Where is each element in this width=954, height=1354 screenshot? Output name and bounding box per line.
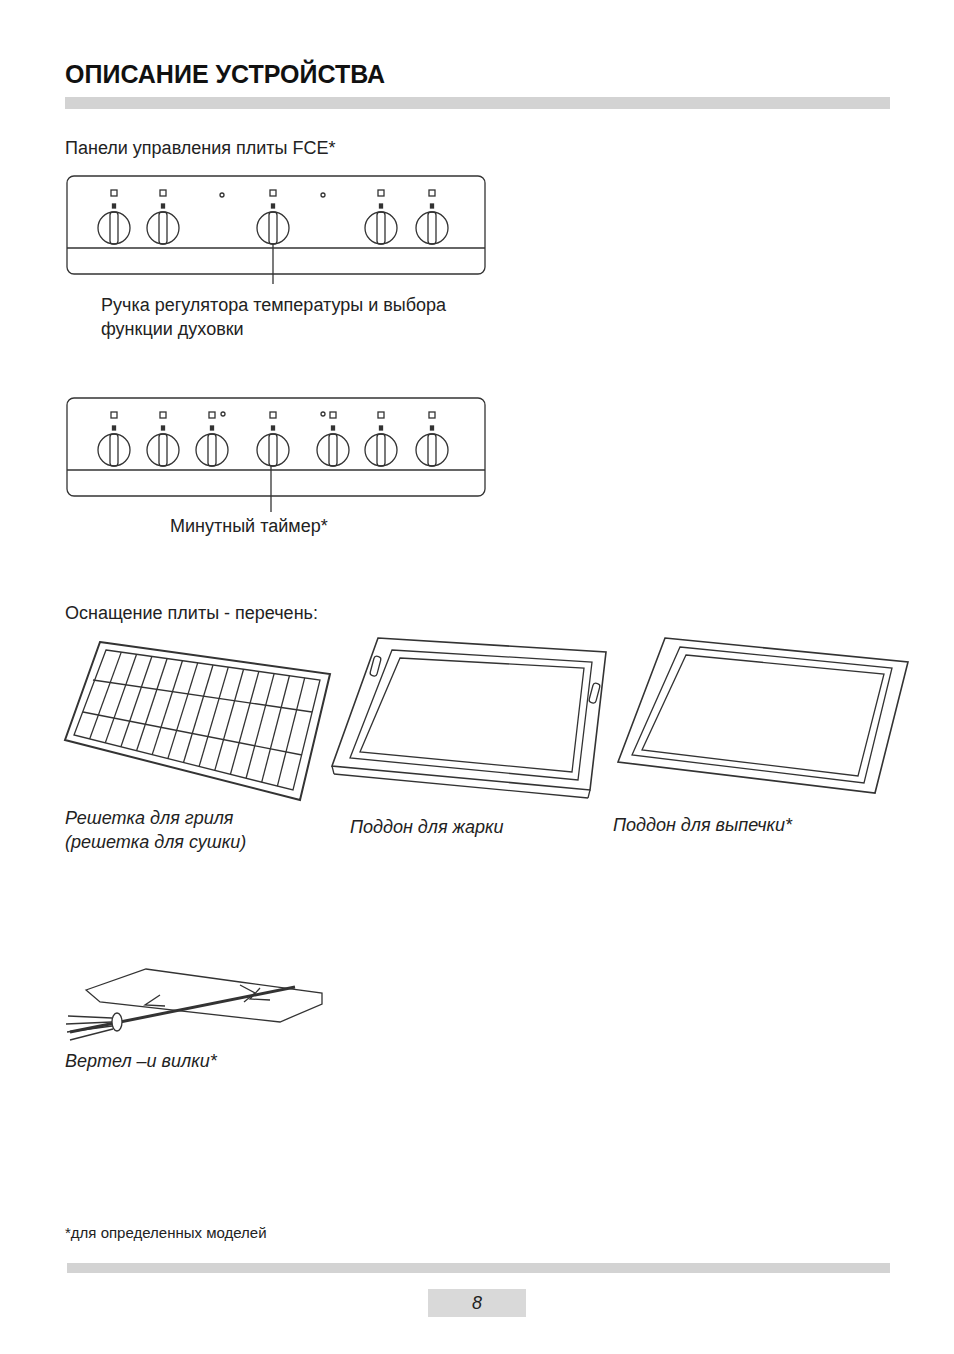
- callout-label: Минутный таймер*: [170, 514, 328, 538]
- page-number-box: 8: [428, 1289, 526, 1317]
- part-name: Решетка для гриля (решетка для сушки): [65, 806, 305, 854]
- section-heading: Оснащение плиты - перечень:: [65, 601, 318, 625]
- page-number: 8: [472, 1293, 482, 1314]
- part-name: Поддон для выпечки*: [613, 813, 792, 837]
- callout-label: Ручка регулятора температуры и выбора фу…: [101, 293, 461, 341]
- page-title: ОПИСАНИЕ УСТРОЙСТВА: [65, 58, 385, 90]
- part-name: Вертел –и вилки*: [65, 1049, 217, 1073]
- section-heading: Панели управления плиты FCE*: [65, 136, 336, 160]
- part-name: Поддон для жарки: [350, 815, 504, 839]
- footnote: *для определенных моделей: [65, 1221, 267, 1245]
